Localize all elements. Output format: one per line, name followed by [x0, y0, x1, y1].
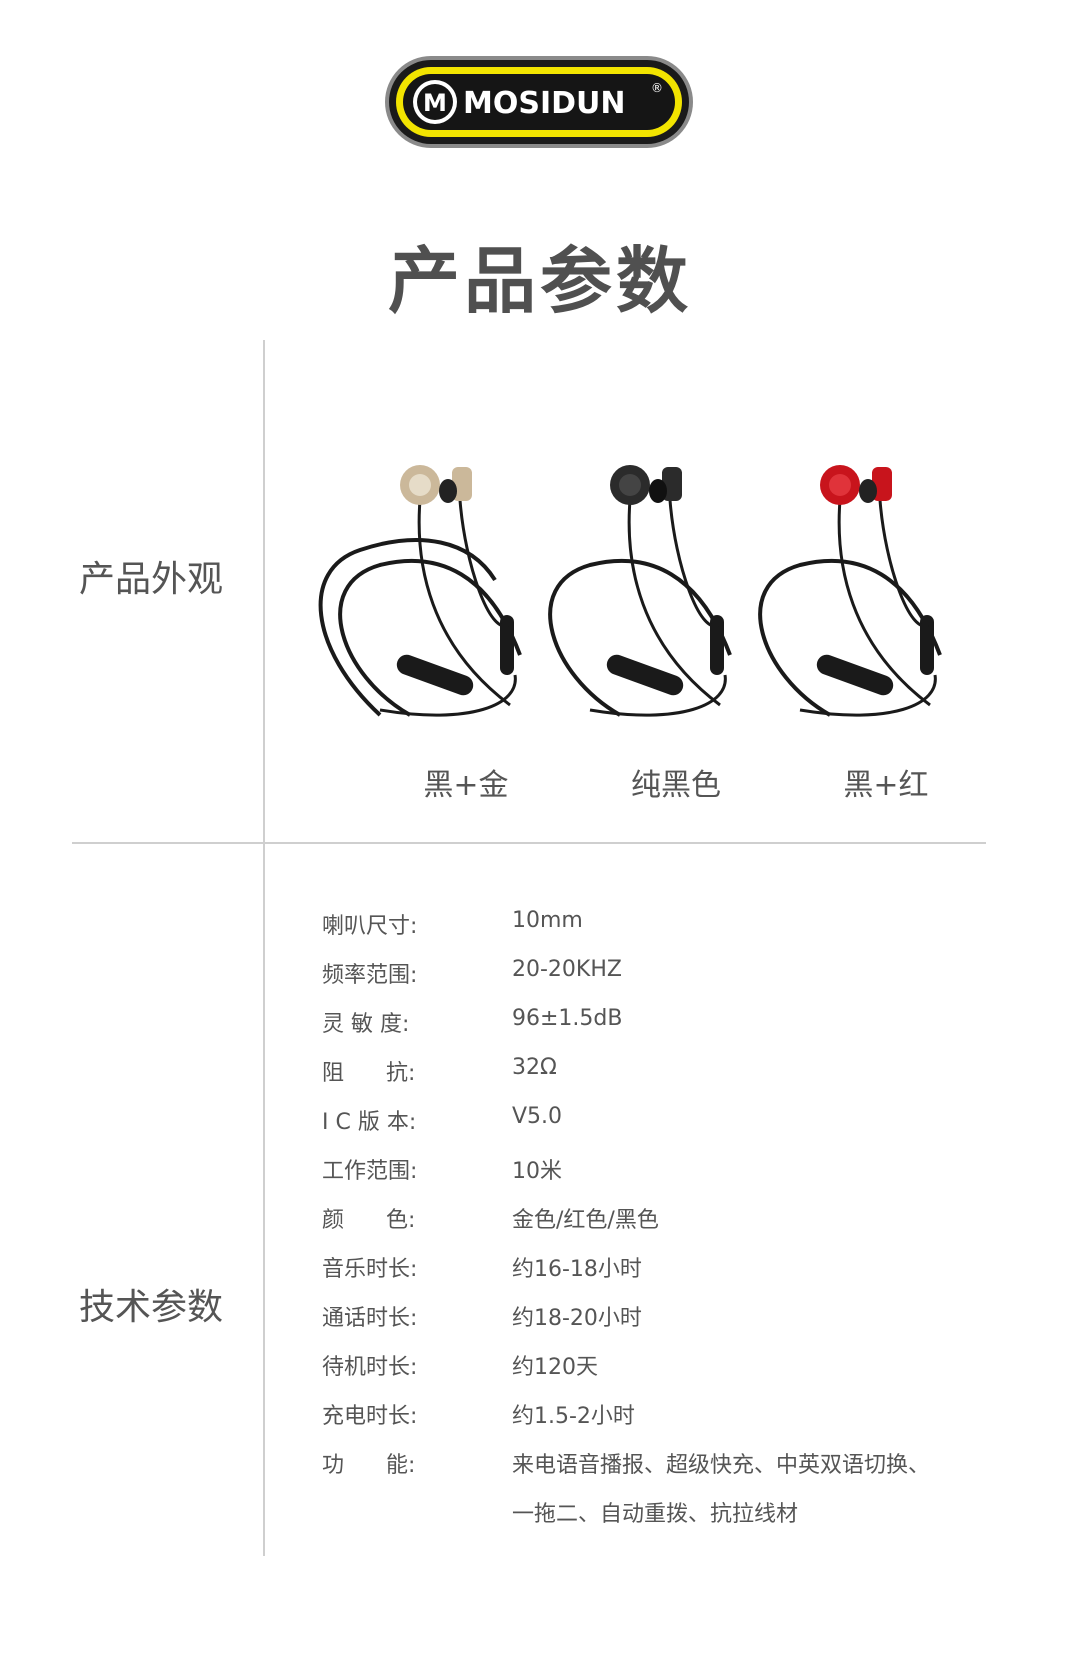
- spec-key: I C 版 本:: [322, 1110, 417, 1135]
- spec-key: 阻 抗:: [322, 1061, 416, 1086]
- spec-value: V5.0: [512, 1104, 563, 1129]
- spec-value: 约120天: [512, 1355, 598, 1380]
- earphone-black-red: [758, 465, 942, 717]
- spec-value: 10mm: [512, 908, 583, 933]
- appearance-section-label: 产品外观: [79, 559, 224, 600]
- registered-mark: ®: [651, 81, 663, 95]
- earphone-set: [318, 538, 497, 717]
- variant-label-pure-black: 纯黑色: [631, 768, 721, 803]
- spec-value: 10米: [512, 1159, 562, 1184]
- variant-label-black-gold: 黑+金: [423, 768, 509, 803]
- variant-label-black-red: 黑+红: [843, 768, 929, 803]
- spec-value: 一拖二、自动重拨、抗拉线材: [512, 1502, 799, 1527]
- spec-key: 待机时长:: [322, 1355, 418, 1380]
- horizontal-divider: [72, 842, 986, 844]
- earphone-pure-black: [548, 465, 732, 717]
- spec-key: 工作范围:: [322, 1159, 418, 1184]
- brand-logo: M MOSIDUN ®: [385, 56, 693, 148]
- spec-key: 颜 色:: [322, 1208, 416, 1233]
- spec-key: 音乐时长:: [322, 1257, 418, 1282]
- brand-mark: M: [423, 89, 447, 117]
- spec-value: 32Ω: [512, 1055, 557, 1080]
- spec-value: 约18-20小时: [512, 1306, 642, 1331]
- spec-value: 约16-18小时: [512, 1257, 642, 1282]
- brand-name: MOSIDUN: [463, 86, 626, 121]
- spec-value: 约1.5-2小时: [512, 1404, 635, 1429]
- spec-key: 频率范围:: [322, 963, 418, 988]
- earphone-black-gold: [338, 465, 522, 717]
- spec-value: 20-20KHZ: [512, 957, 622, 982]
- spec-key: 通话时长:: [322, 1306, 418, 1331]
- spec-value: 96±1.5dB: [512, 1006, 623, 1031]
- spec-value: 金色/红色/黑色: [512, 1208, 659, 1233]
- spec-key: 充电时长:: [322, 1404, 418, 1429]
- specs-section-label: 技术参数: [79, 1287, 224, 1328]
- spec-key: 喇叭尺寸:: [322, 914, 418, 939]
- page-title: 产品参数: [387, 239, 692, 323]
- vertical-divider: [263, 340, 265, 1556]
- spec-key: 功 能:: [322, 1453, 416, 1478]
- spec-value: 来电语音播报、超级快充、中英双语切换、: [512, 1453, 931, 1478]
- earphones-illustration: [318, 538, 497, 717]
- spec-key: 灵 敏 度:: [322, 1012, 410, 1037]
